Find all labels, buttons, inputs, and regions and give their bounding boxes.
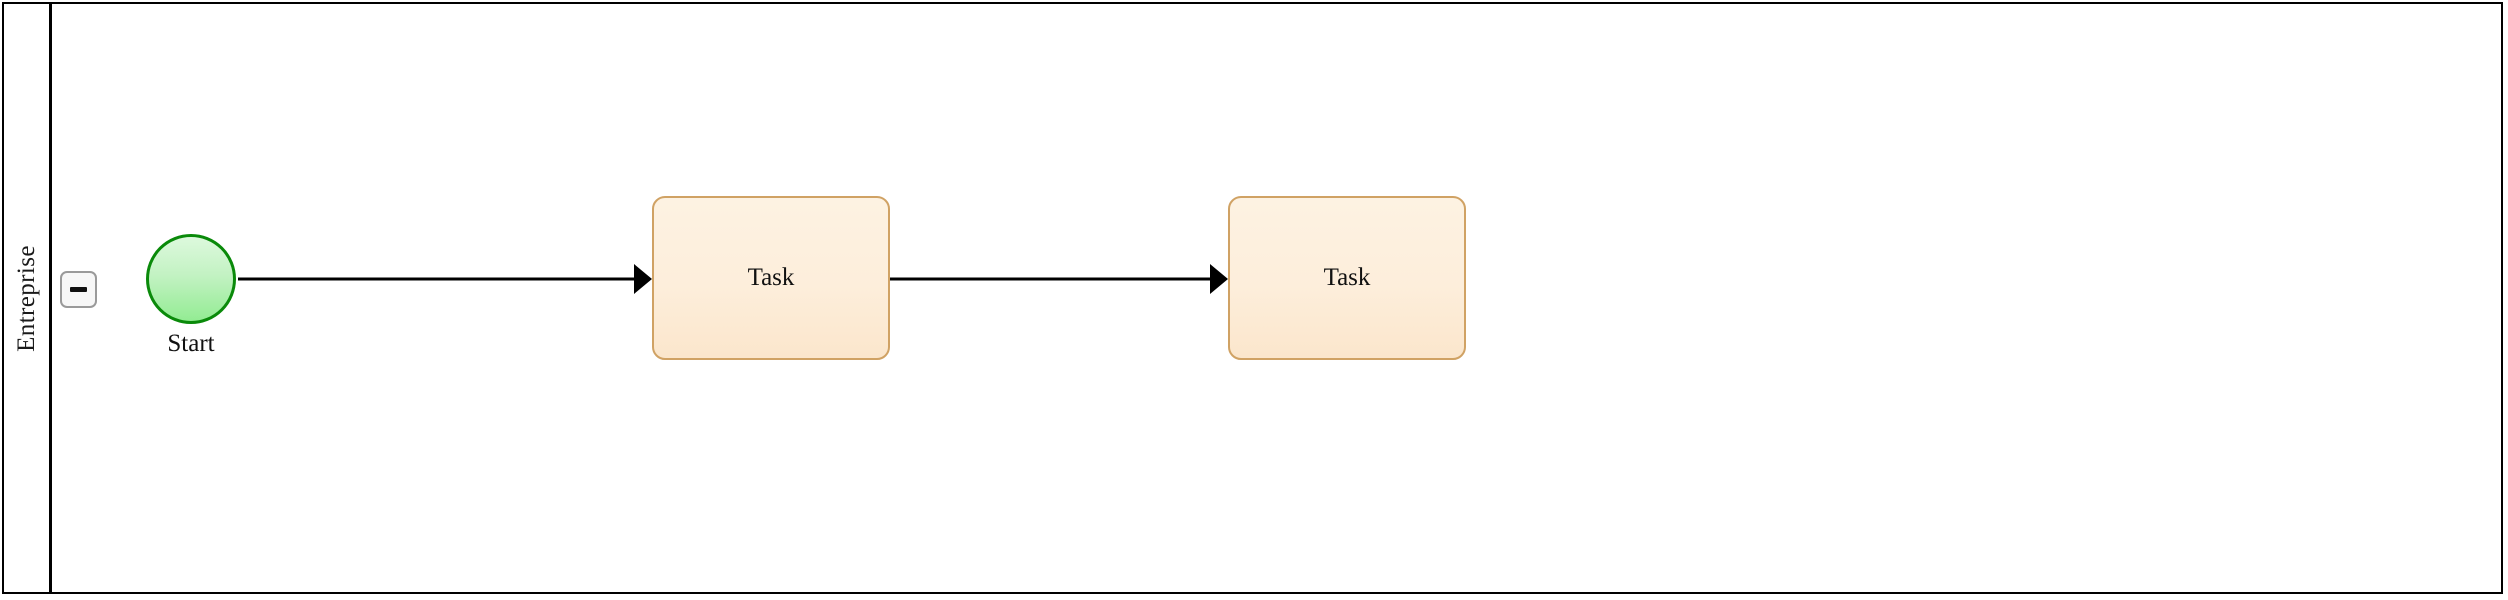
task-node-1-label: Task [747, 264, 795, 291]
collapse-minus-icon [70, 287, 87, 292]
task-node-2-label: Task [1323, 264, 1371, 291]
lane-title-label: Entreprise [13, 244, 41, 352]
start-event-label: Start [167, 330, 215, 357]
start-event-circle-icon [146, 234, 236, 324]
lane-header[interactable]: Entreprise [4, 4, 52, 592]
start-event-node[interactable] [146, 234, 236, 324]
task-node-2[interactable]: Task [1228, 196, 1466, 360]
lane-collapse-toggle-button[interactable] [60, 271, 97, 308]
task-node-1[interactable]: Task [652, 196, 890, 360]
